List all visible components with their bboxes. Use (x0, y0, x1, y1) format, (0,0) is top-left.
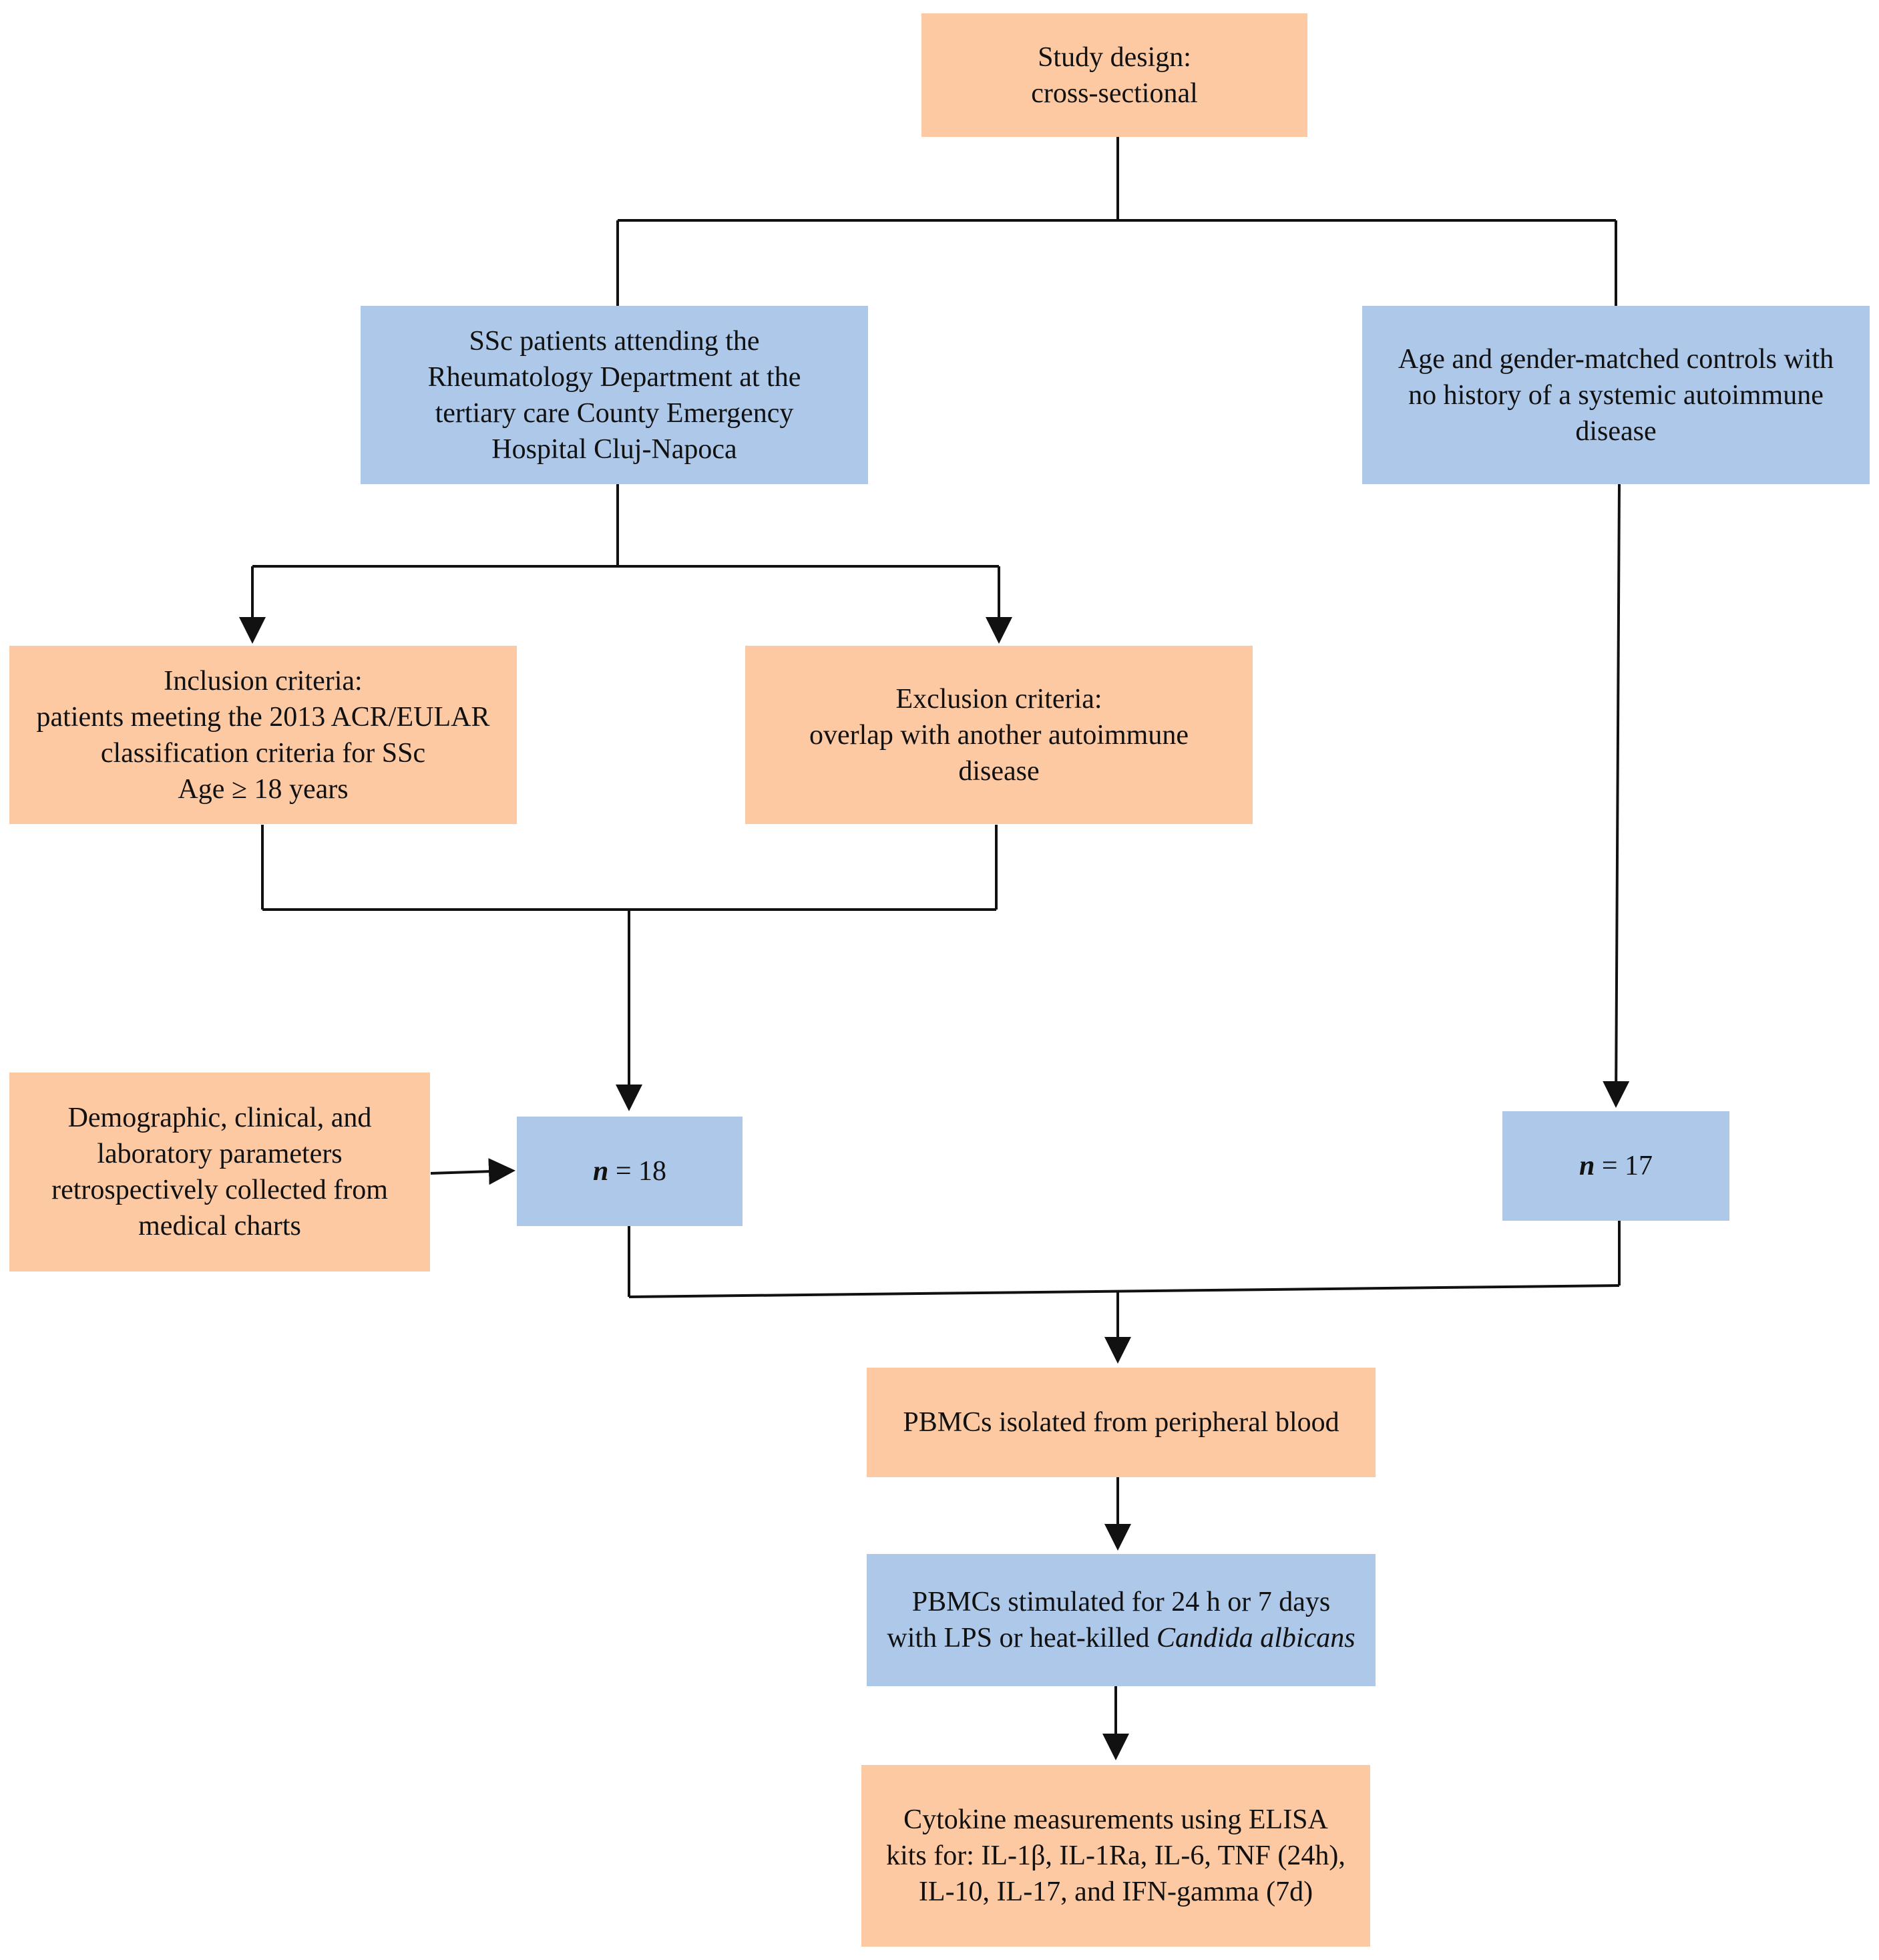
ssc-patients-line: SSc patients attending the (469, 325, 760, 357)
ssc-patients-line: tertiary care County Emergency (435, 397, 794, 429)
cytokine-line: IL-10, IL-17, and IFN-gamma (7d) (918, 1877, 1313, 1907)
pbmc-stimulated-line: with LPS or heat-killed Candida albicans (887, 1620, 1355, 1656)
exclusion-line: Exclusion criteria: (895, 683, 1102, 715)
study-design-box: Study design: cross-sectional (921, 13, 1307, 137)
cytokine-line: Cytokine measurements using ELISA (903, 1804, 1328, 1835)
pbmc-stimulated-line: PBMCs stimulated for 24 h or 7 days (911, 1587, 1331, 1617)
ssc-patients-line: Rheumatology Department at the (427, 361, 801, 393)
exclusion-criteria-box: Exclusion criteria: overlap with another… (745, 646, 1253, 824)
demographic-line: laboratory parameters (97, 1139, 343, 1169)
organism-name: Candida albicans (1157, 1623, 1355, 1653)
n-patients-box: n = 18 (517, 1117, 743, 1226)
pbmc-isolated-box: PBMCs isolated from peripheral blood (867, 1368, 1376, 1477)
inclusion-line: classification criteria for SSc (100, 737, 426, 769)
inclusion-line: Age ≥ 18 years (178, 773, 349, 805)
pbmc-stimulated-prefix: with LPS or heat-killed (887, 1623, 1157, 1653)
inclusion-line: patients meeting the 2013 ACR/EULAR (36, 701, 490, 733)
exclusion-line: disease (958, 755, 1040, 787)
cytokine-box: Cytokine measurements using ELISA kits f… (861, 1765, 1370, 1947)
demographic-line: Demographic, clinical, and (67, 1103, 372, 1133)
arrow-demographic-to-n18 (430, 1158, 515, 1185)
connector-line (628, 1284, 1620, 1298)
cytokine-line: kits for: IL-1β, IL-1Ra, IL-6, TNF (24h)… (886, 1840, 1345, 1871)
n-patients-value: = 18 (615, 1156, 667, 1187)
ssc-patients-box: SSc patients attending the Rheumatology … (361, 306, 868, 484)
study-design-line: Study design: (1038, 41, 1191, 73)
n-patients-label: n = 18 (593, 1153, 666, 1189)
ssc-patients-line: Hospital Cluj-Napoca (491, 433, 737, 465)
n-controls-box: n = 17 (1502, 1111, 1729, 1221)
controls-line: no history of a systemic autoimmune (1408, 379, 1824, 411)
demographic-line: medical charts (138, 1211, 301, 1241)
demographic-box: Demographic, clinical, and laboratory pa… (9, 1072, 430, 1271)
controls-box: Age and gender-matched controls with no … (1362, 306, 1870, 484)
controls-line: disease (1575, 415, 1657, 447)
controls-line: Age and gender-matched controls with (1398, 343, 1834, 375)
demographic-line: retrospectively collected from (51, 1175, 388, 1205)
exclusion-line: overlap with another autoimmune (809, 719, 1189, 751)
n-symbol: n (1579, 1151, 1595, 1181)
n-controls-label: n = 17 (1579, 1148, 1653, 1184)
pbmc-isolated-line: PBMCs isolated from peripheral blood (903, 1407, 1339, 1438)
n-symbol: n (592, 1156, 609, 1187)
study-design-line: cross-sectional (1031, 77, 1198, 109)
arrow-to-n17 (1603, 483, 1630, 1108)
inclusion-line: Inclusion criteria: (164, 665, 363, 697)
n-controls-value: = 17 (1601, 1151, 1653, 1181)
inclusion-criteria-box: Inclusion criteria: patients meeting the… (9, 646, 517, 824)
pbmc-stimulated-box: PBMCs stimulated for 24 h or 7 days with… (867, 1554, 1376, 1686)
